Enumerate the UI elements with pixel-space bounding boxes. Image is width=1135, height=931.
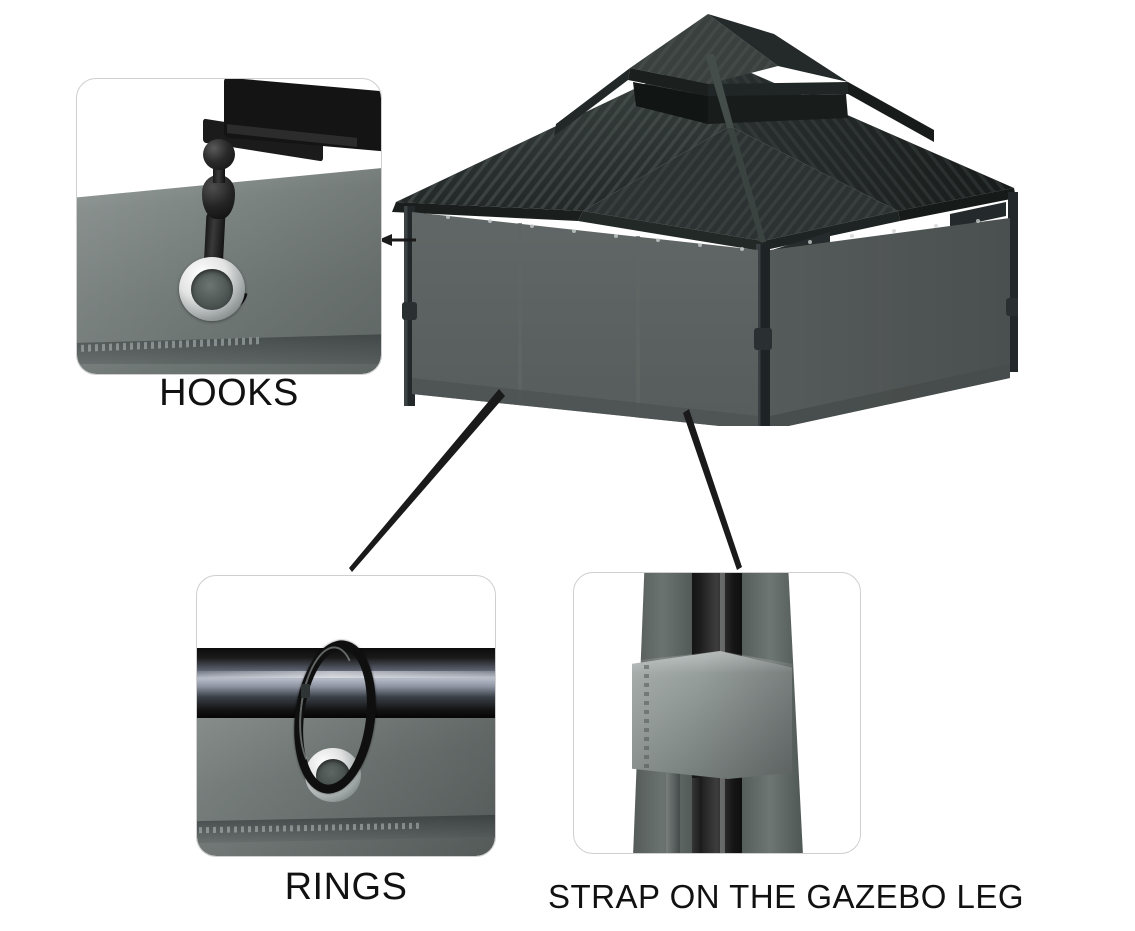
caption-rings: RINGS	[284, 866, 408, 908]
curtain-fold-crease-1	[666, 773, 680, 853]
grommet-hole	[316, 759, 350, 792]
callout-panel-hooks	[76, 78, 382, 375]
callout-panel-strap	[573, 572, 861, 854]
tie-strap	[632, 651, 792, 779]
gazebo-illustration	[378, 6, 1019, 434]
tie-strap-shading	[632, 651, 792, 779]
pole-highlight	[197, 671, 495, 678]
grommet-hole	[191, 269, 233, 310]
caption-hooks: HOOKS	[159, 372, 299, 414]
callout-panel-rings	[196, 575, 496, 857]
gazebo-pole	[197, 648, 495, 718]
rings-photo	[197, 576, 495, 856]
tie-strap-seam	[644, 665, 649, 769]
ring-clasp	[301, 684, 310, 698]
strap-photo	[574, 573, 860, 853]
gazebo-svg	[392, 14, 1019, 434]
hook-ball-head	[203, 139, 235, 170]
curtain-fold-crease-2	[692, 778, 702, 853]
strap-leader-line	[683, 409, 742, 570]
hooks-photo	[77, 79, 381, 374]
caption-strap: STRAP ON THE GAZEBO LEG	[548, 878, 1025, 915]
